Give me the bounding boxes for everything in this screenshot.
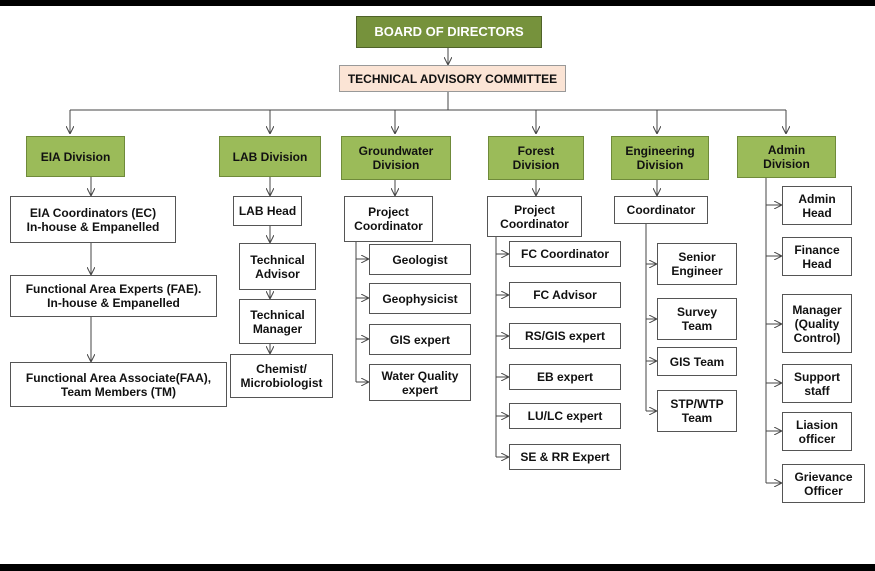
groundwater-item: Geophysicist <box>369 283 471 314</box>
groundwater-item: GIS expert <box>369 324 471 355</box>
lab-item: Technical Manager <box>239 299 316 344</box>
admin-item: Finance Head <box>782 237 852 276</box>
lab-division-header: LAB Division <box>219 136 321 177</box>
eia-division-header: EIA Division <box>26 136 125 177</box>
board-of-directors-box: BOARD OF DIRECTORS <box>356 16 542 48</box>
admin-item: Admin Head <box>782 186 852 225</box>
engineering-coordinator: Coordinator <box>614 196 708 224</box>
groundwater-item: Geologist <box>369 244 471 275</box>
admin-item: Liasion officer <box>782 412 852 451</box>
groundwater-item: Water Quality expert <box>369 364 471 401</box>
forest-item: SE & RR Expert <box>509 444 621 470</box>
eia-item: Functional Area Experts (FAE). In-house … <box>10 275 217 317</box>
engineering-item: STP/WTP Team <box>657 390 737 432</box>
engineering-item: Survey Team <box>657 298 737 340</box>
eia-item: Functional Area Associate(FAA), Team Mem… <box>10 362 227 407</box>
forest-division-header: Forest Division <box>488 136 584 180</box>
admin-item: Support staff <box>782 364 852 403</box>
groundwater-project-coordinator: Project Coordinator <box>344 196 433 242</box>
admin-item: Manager (Quality Control) <box>782 294 852 353</box>
groundwater-division-header: Groundwater Division <box>341 136 451 180</box>
technical-advisory-committee-box: TECHNICAL ADVISORY COMMITTEE <box>339 65 566 92</box>
engineering-item: GIS Team <box>657 347 737 376</box>
forest-project-coordinator: Project Coordinator <box>487 196 582 237</box>
forest-item: FC Coordinator <box>509 241 621 267</box>
forest-item: LU/LC expert <box>509 403 621 429</box>
engineering-division-header: Engineering Division <box>611 136 709 180</box>
forest-item: EB expert <box>509 364 621 390</box>
forest-item: FC Advisor <box>509 282 621 308</box>
engineering-item: Senior Engineer <box>657 243 737 285</box>
forest-item: RS/GIS expert <box>509 323 621 349</box>
lab-item: Chemist/ Microbiologist <box>230 354 333 398</box>
admin-division-header: Admin Division <box>737 136 836 178</box>
connector-lines <box>0 48 875 564</box>
lab-item: Technical Advisor <box>239 243 316 290</box>
eia-item: EIA Coordinators (EC) In-house & Empanel… <box>10 196 176 243</box>
admin-item: Grievance Officer <box>782 464 865 503</box>
org-chart: BOARD OF DIRECTORS TECHNICAL ADVISORY CO… <box>0 6 875 564</box>
lab-item: LAB Head <box>233 196 302 226</box>
